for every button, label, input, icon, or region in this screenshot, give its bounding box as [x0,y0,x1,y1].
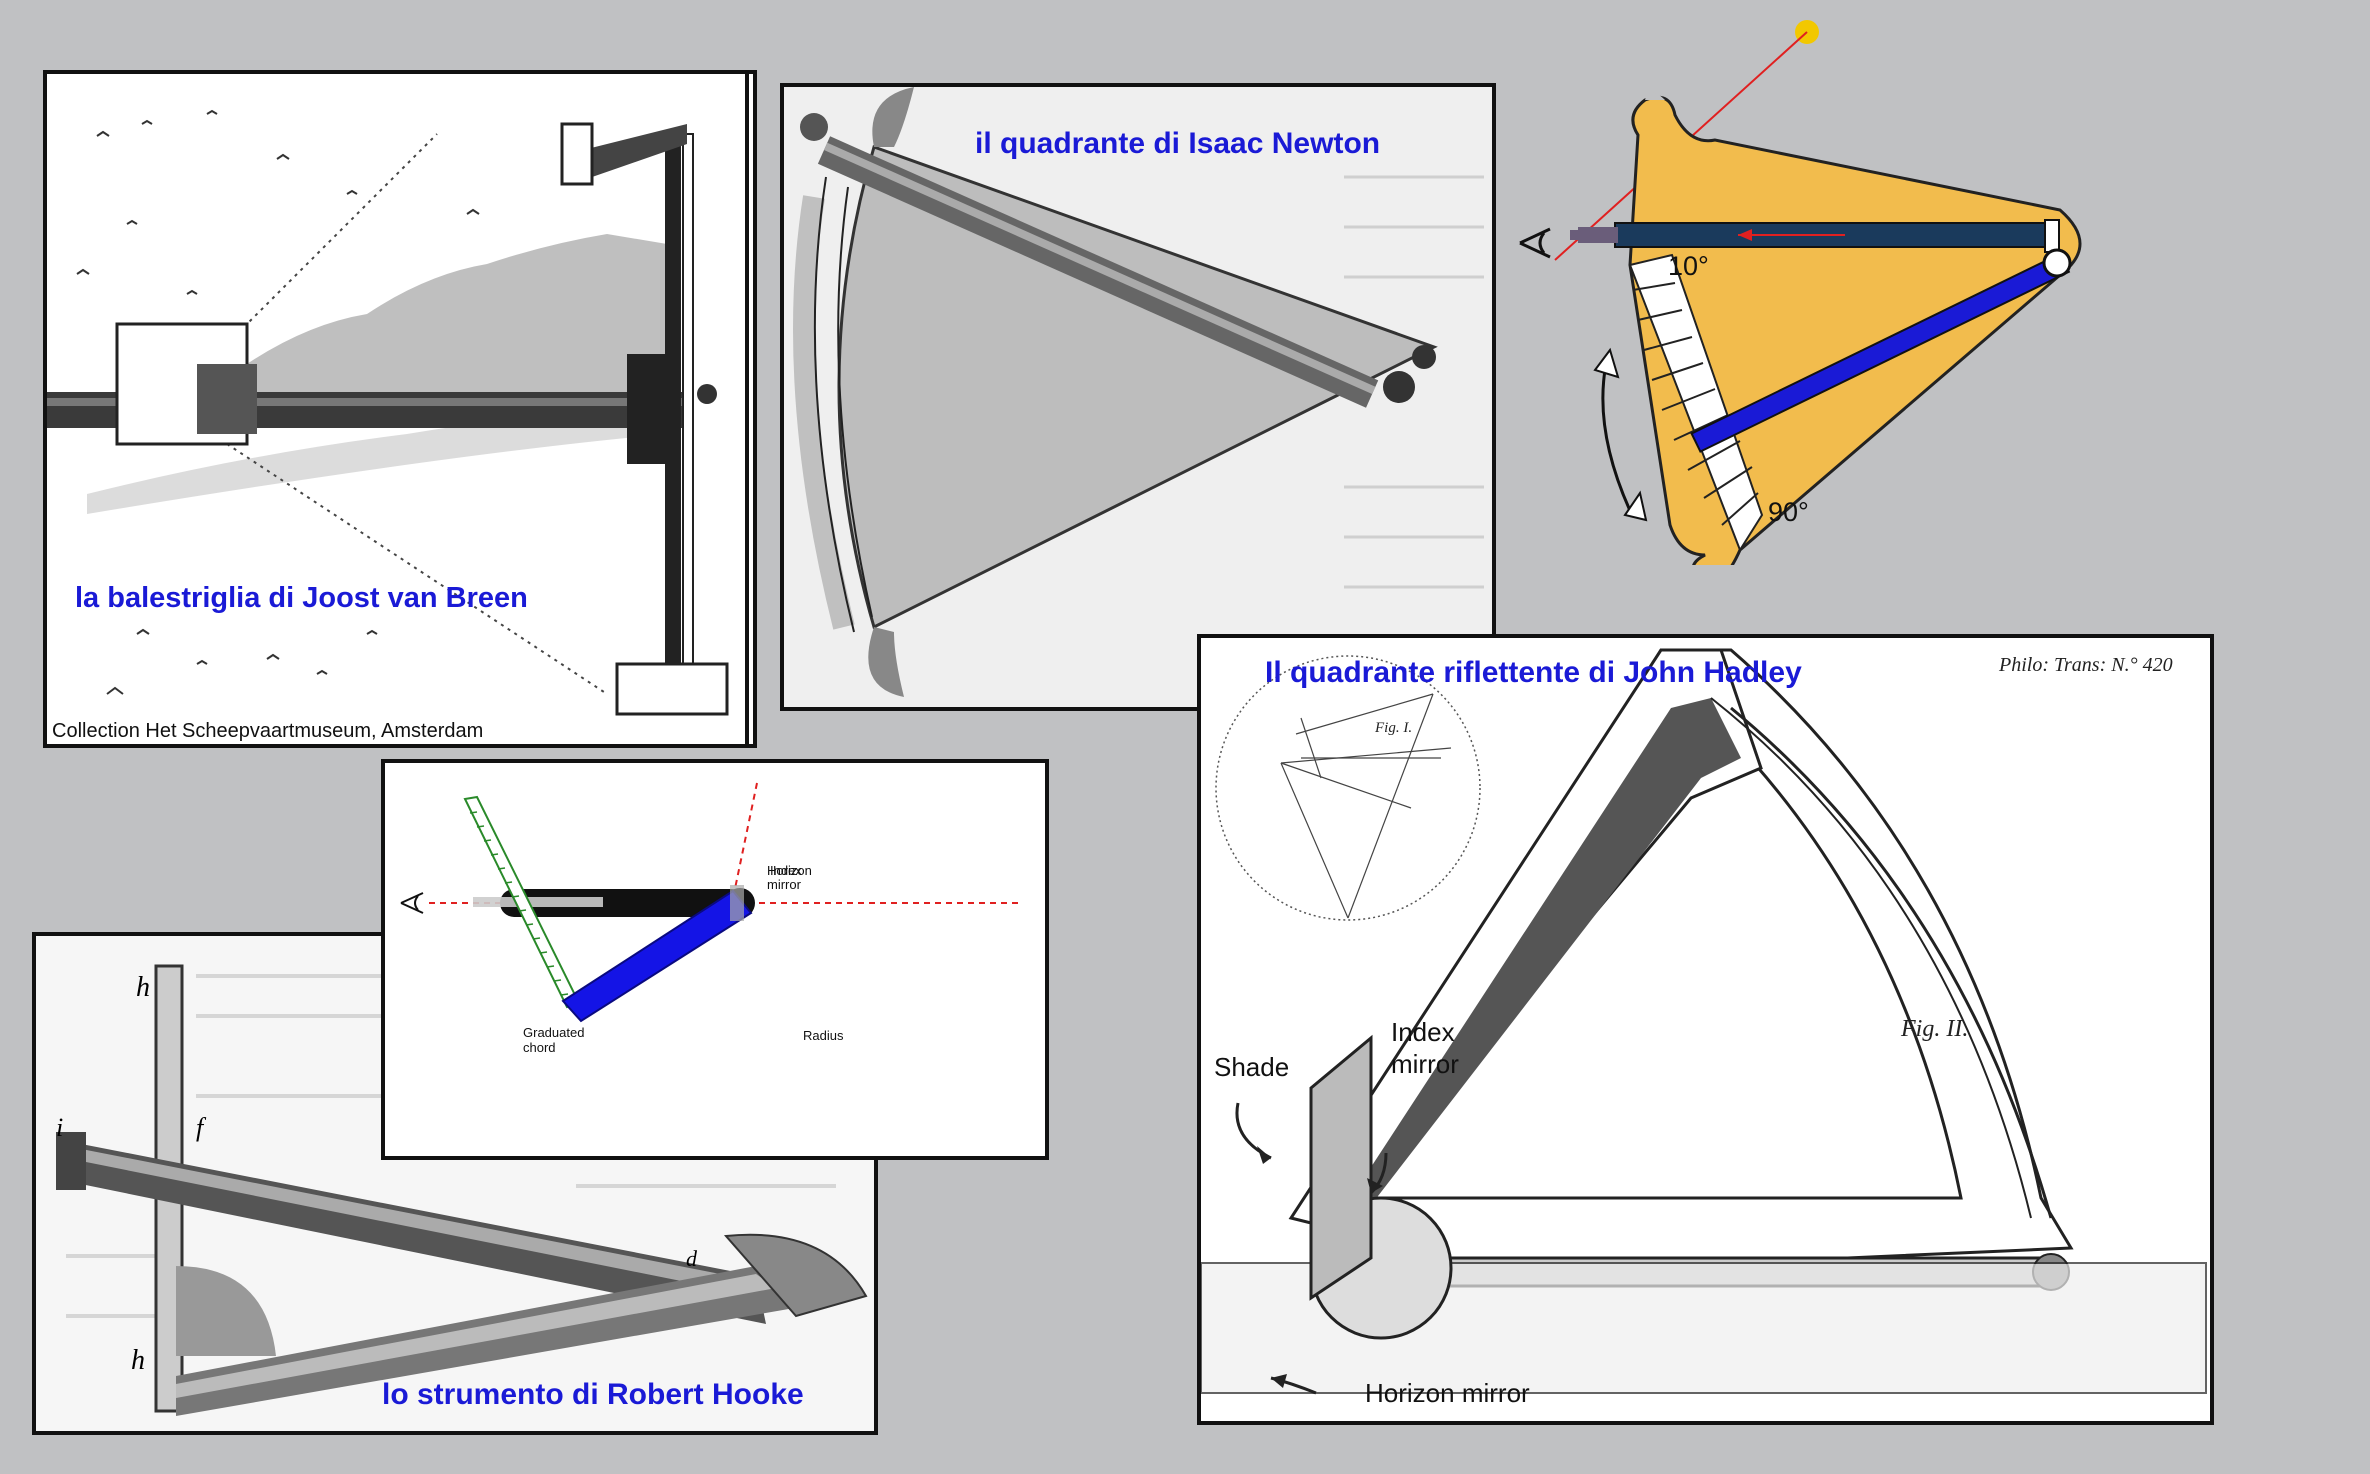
octant-diagram: 10° 90° [1570,92,2082,565]
panel-newton: il quadrante di Isaac Newton [780,83,1496,711]
svg-text:i: i [56,1113,63,1142]
hadley-quadrant-drawing [1201,648,2207,1395]
schematic-radius-label: Radius [803,1028,844,1043]
svg-text:h: h [136,972,150,1003]
svg-text:d: d [686,1246,698,1271]
schematic-horizon-mirror-label: Horizon [767,863,812,878]
hooke-instrument-drawing: h i f h d [36,936,874,1431]
panel-schematic: Horizon mirror Index Graduated chord Rad… [381,759,1049,1160]
eye-icon [1519,227,1551,259]
schematic-index-label: Index [770,863,802,878]
hadley-shade-label: Shade [1214,1052,1290,1082]
van-breen-credit: Collection Het Scheepvaartmuseum, Amster… [52,720,484,742]
octant-angle-top: 10° [1668,251,1709,281]
hadley-fig2-label: Fig. II. [1901,1016,1969,1042]
hadley-horizon-mirror-label: Horizon mirror [1365,1378,1530,1408]
schematic-chord-label: Graduated chord [523,1025,585,1055]
newton-title: il quadrante di Isaac Newton [975,127,1381,160]
svg-text:f: f [196,1113,207,1142]
hadley-index-mirror-label: Index mirror [1391,1017,1459,1079]
index-mirror-pivot [2042,248,2072,278]
hadley-reference: Philo: Trans: N.° 420 [1999,654,2173,676]
hadley-fig1-label: Fig. I. [1375,720,1413,736]
van-breen-engraving [47,74,749,744]
svg-text:h: h [131,1345,145,1376]
svg-text:mirror: mirror [767,877,802,892]
schematic-drawing: Horizon mirror [400,782,1021,1023]
van-breen-title: la balestriglia di Joost van Breen [75,582,528,614]
newton-quadrant-drawing [784,87,1492,707]
hooke-title: lo strumento di Robert Hooke [382,1378,804,1411]
schematic-radius [561,889,753,1023]
eye-icon [400,892,424,914]
hadley-title: Il quadrante riflettente di John Hadley [1265,656,1802,689]
schematic-index-bar [500,889,745,917]
panel-van-breen: la balestriglia di Joost van Breen Colle… [43,70,757,748]
panel-hadley: Il quadrante riflettente di John Hadley … [1197,634,2214,1425]
octant-angle-bottom: 90° [1768,497,1809,527]
